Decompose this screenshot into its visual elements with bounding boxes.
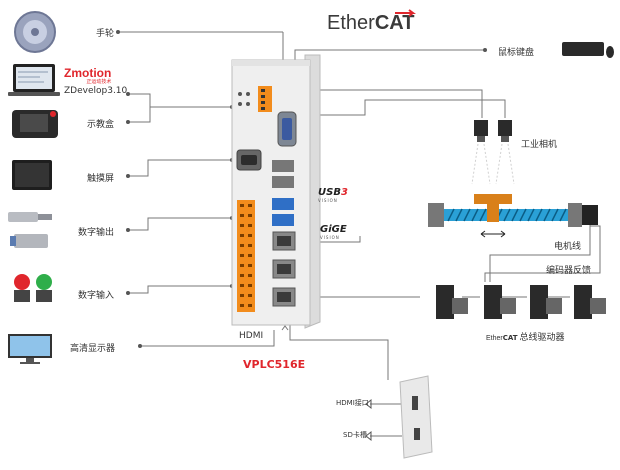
push-buttons-icon — [14, 274, 52, 302]
camera-icon-1 — [474, 120, 488, 142]
usb3-port-1 — [272, 198, 294, 210]
ethercat-cat: CAT — [374, 12, 415, 34]
keyboard-mouse-icon — [562, 42, 614, 58]
usb3-vision-sub: VISION — [318, 198, 338, 203]
usb2-port-1 — [272, 160, 294, 172]
label-bus-driver: 总线驱动器 — [519, 333, 565, 343]
label-encoder-feedback: 编码器反馈 — [546, 266, 592, 276]
camera-icon-2 — [498, 120, 512, 142]
usb2-port-2 — [272, 176, 294, 188]
label-digital-input: 数字输入 — [78, 291, 115, 301]
usb3-num: 3 — [340, 187, 348, 198]
solenoid-valve-icon — [8, 212, 52, 248]
label-mouse-keyboard: 鼠标键盘 — [498, 48, 535, 58]
label-zdevelop: ZDevelop3.10 — [64, 86, 128, 96]
camera-vision-cones — [471, 143, 515, 185]
label-industrial-camera: 工业相机 — [521, 140, 558, 150]
monitor-icon — [8, 334, 52, 364]
label-handwheel: 手轮 — [96, 29, 115, 39]
usb3-text: USB — [318, 187, 341, 198]
connection-lines — [118, 31, 601, 437]
laptop-icon — [8, 64, 60, 96]
label-digital-output: 数字输出 — [78, 228, 115, 238]
label-sd-slot: SD卡槽 — [343, 431, 367, 439]
usb3-vision-logo: USB3 VISION — [318, 186, 348, 205]
gige-vision-sub: VISION — [320, 235, 340, 240]
servo-drive-4 — [574, 285, 606, 319]
bidirectional-arrow-icon — [480, 230, 506, 238]
port-indicator-icons — [365, 398, 372, 442]
ethercat-logo: EtherCAT — [327, 12, 414, 35]
bus-ethercat-ether: Ether — [486, 335, 503, 342]
handwheel-icon — [14, 11, 56, 53]
zmotion-tagline: 正运动技术 — [86, 79, 112, 85]
label-touch-screen: 触摸屏 — [87, 174, 115, 184]
servo-drive-2 — [484, 285, 516, 319]
servo-drive-1 — [436, 285, 468, 319]
linear-axis-stage — [428, 194, 598, 227]
gige-vision-logo: GiGE VISION — [320, 223, 347, 242]
teach-pendant-icon — [12, 110, 58, 138]
side-unit-device — [399, 375, 433, 459]
touch-screen-icon — [12, 160, 52, 190]
usb3-port-2 — [272, 214, 294, 226]
zmotion-logo: Zmotion 正运动技术 — [64, 67, 111, 85]
vplc516e-controller — [231, 54, 321, 329]
label-hdmi: HDMI — [239, 331, 264, 341]
label-teach-box: 示教盒 — [87, 120, 115, 130]
label-hd-display: 高清显示器 — [70, 344, 116, 354]
servo-drive-3 — [530, 285, 562, 319]
bus-ethercat-cat: CAT — [502, 334, 518, 342]
gige-text: GiGE — [320, 224, 347, 235]
zmotion-brand: Zmotion — [64, 66, 112, 80]
label-motor-line: 电机线 — [554, 242, 582, 252]
io-terminal-block — [237, 200, 255, 312]
device-model: VPLC516E — [243, 358, 306, 371]
ethercat-ether: Ether — [327, 12, 375, 34]
top-terminal-block — [258, 86, 272, 112]
label-hdmi-port: HDMI接口 — [336, 399, 369, 407]
